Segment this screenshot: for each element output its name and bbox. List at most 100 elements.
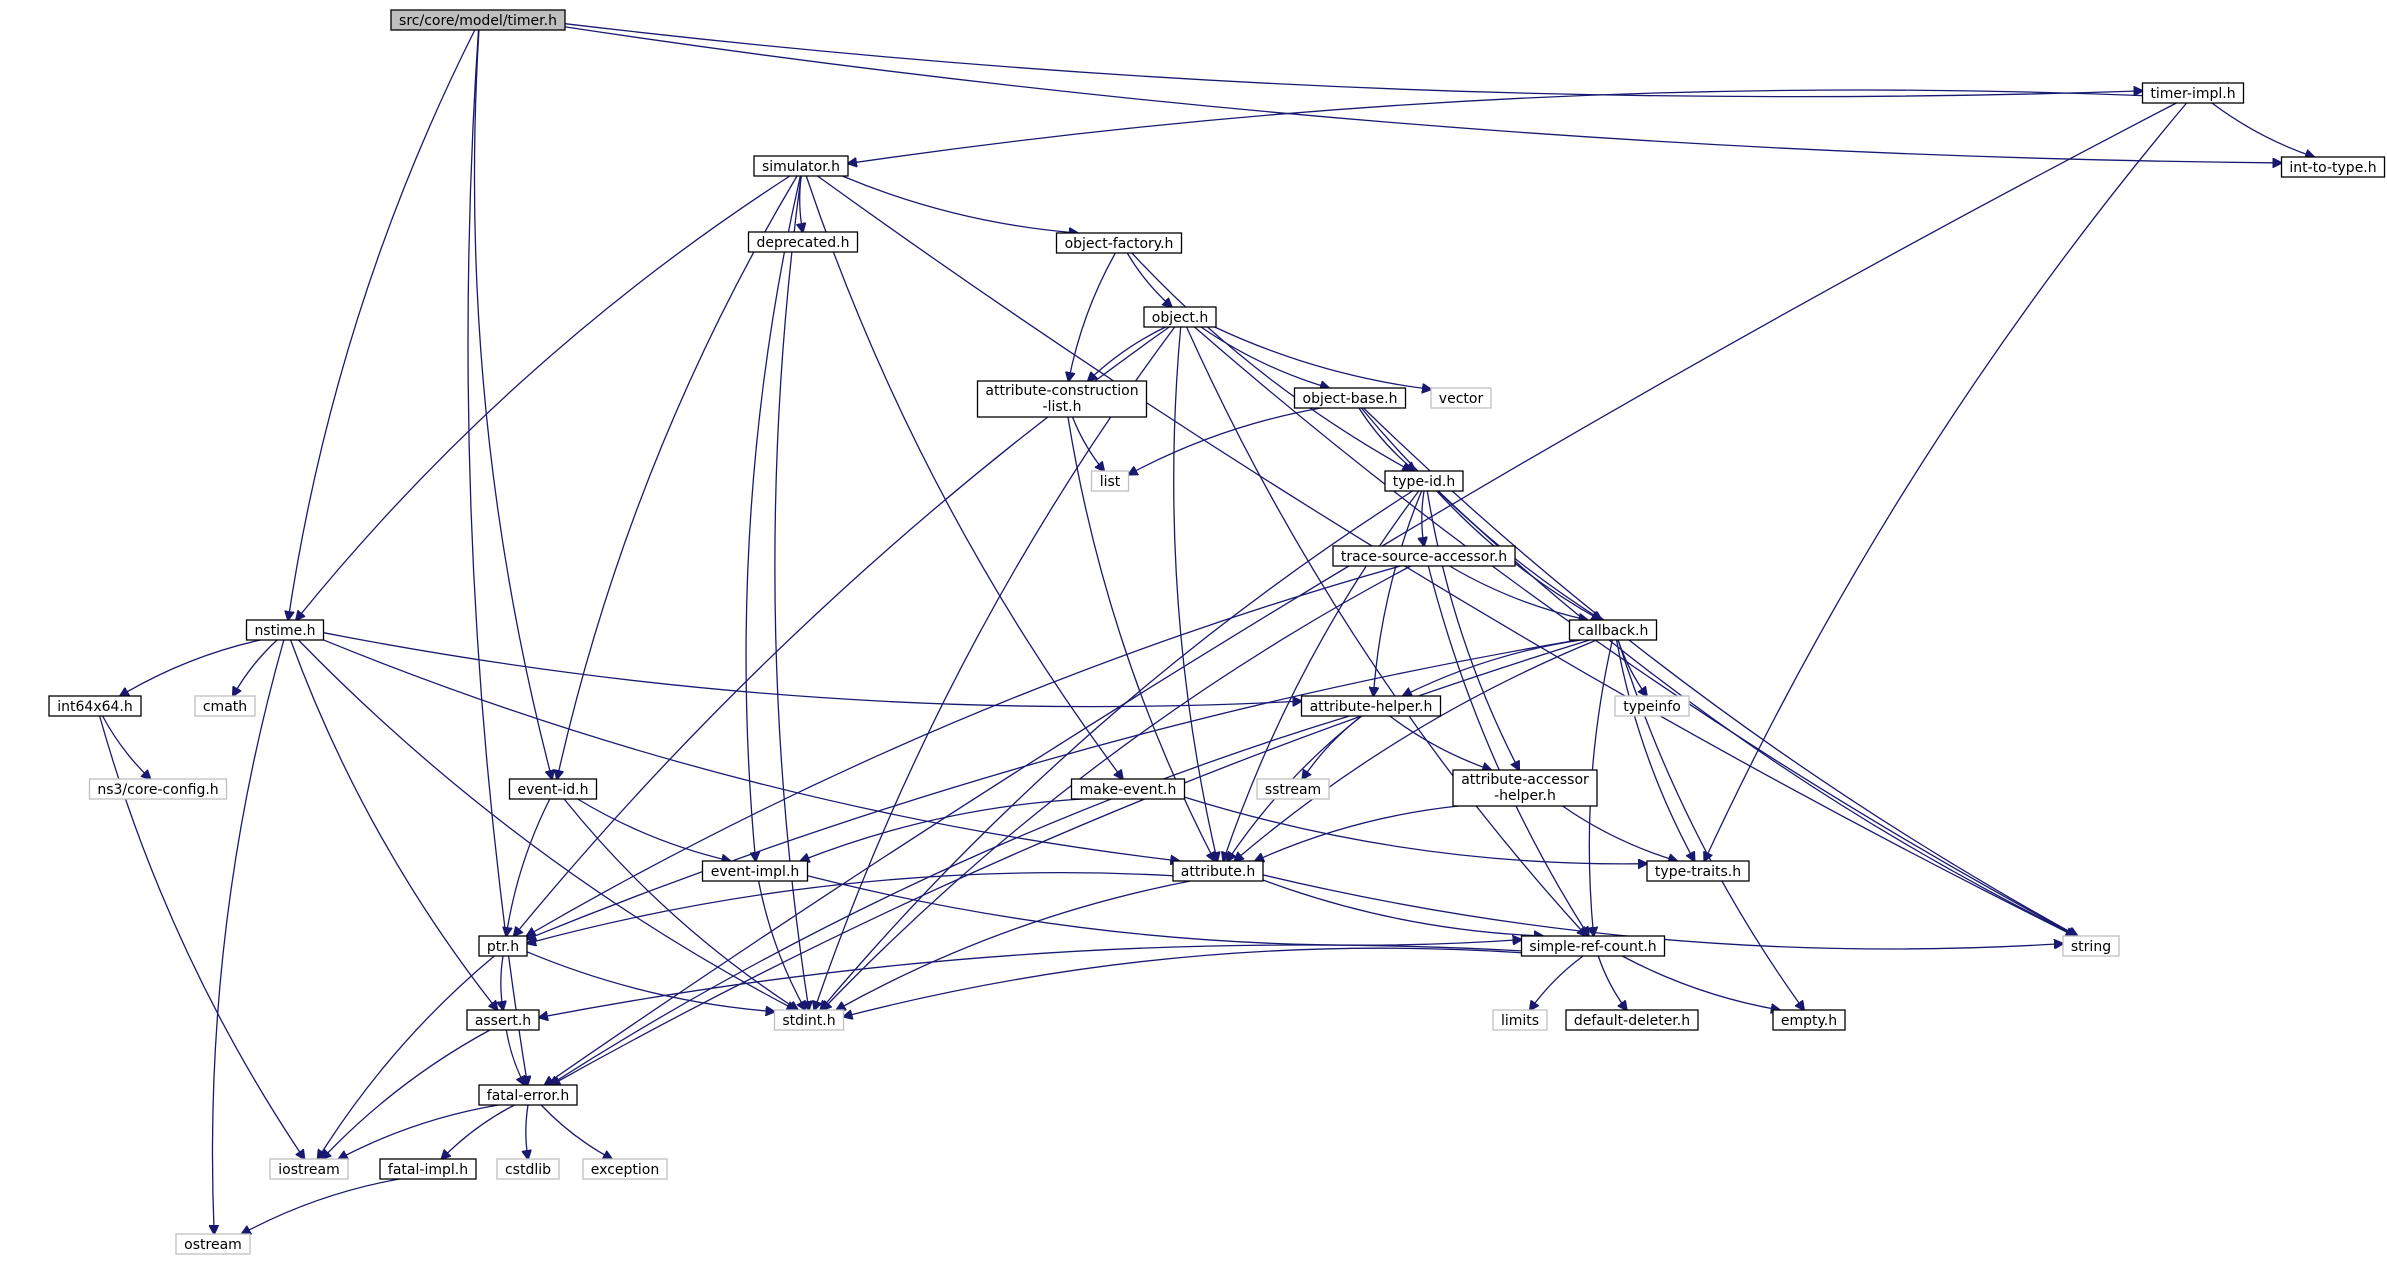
node-timer-h[interactable]: src/core/model/timer.h: [390, 9, 566, 31]
node-callback[interactable]: callback.h: [1568, 619, 1658, 641]
node-box: [1646, 860, 1750, 882]
node-deprecated[interactable]: deprecated.h: [747, 231, 859, 253]
edge-make-event-to-type-traits: [1184, 796, 1648, 864]
edge-simulator-to-make-event: [805, 175, 1123, 779]
node-label: type-traits.h: [1655, 864, 1741, 880]
edge-attribute-helper-to-sstream: [1302, 715, 1362, 779]
node-label: make-event.h: [1080, 782, 1177, 798]
node-ns3-core-config: ns3/core-config.h: [88, 778, 228, 800]
edge-ptr-to-stdint: [526, 951, 775, 1012]
edge-type-id-to-attr-accessor: [1426, 490, 1519, 770]
node-box: [1055, 232, 1183, 254]
node-box: [2062, 935, 2120, 957]
edge-event-impl-to-stdint: [757, 880, 806, 1010]
node-empty[interactable]: empty.h: [1772, 1009, 1846, 1031]
node-typeinfo: typeinfo: [1614, 695, 1690, 717]
edge-object-to-attr-construction: [1088, 326, 1166, 381]
node-box: [1090, 470, 1130, 492]
node-object-factory[interactable]: object-factory.h: [1055, 232, 1183, 254]
node-type-traits[interactable]: type-traits.h: [1646, 860, 1750, 882]
node-label: assert.h: [475, 1013, 531, 1029]
node-box: [466, 1009, 540, 1031]
node-attribute-helper[interactable]: attribute-helper.h: [1300, 695, 1442, 717]
edge-object-factory-to-type-id: [1131, 252, 1411, 471]
node-label: type-id.h: [1393, 474, 1455, 490]
edge-simple-ref-count-to-assert: [539, 944, 1522, 1018]
node-attr-construction[interactable]: attribute-construction-list.h: [976, 380, 1148, 418]
edge-nstime-to-attribute-helper: [323, 632, 1302, 708]
node-fatal-error[interactable]: fatal-error.h: [478, 1084, 578, 1106]
node-attr-accessor[interactable]: attribute-accessor-helper.h: [1452, 769, 1598, 807]
edge-attr-construction-to-list: [1071, 416, 1105, 471]
node-vector: vector: [1430, 387, 1492, 409]
edge-attribute-helper-to-fatal-error: [550, 715, 1350, 1085]
node-box: [1384, 470, 1464, 492]
node-box: [379, 1158, 477, 1180]
node-label: stdint.h: [782, 1013, 835, 1029]
node-label: callback.h: [1578, 623, 1649, 639]
node-box: [1614, 695, 1690, 717]
node-box: [175, 1233, 251, 1255]
node-box: [1492, 1009, 1548, 1031]
edge-timer-h-to-timer-impl: [564, 23, 2143, 98]
node-label: event-id.h: [517, 782, 588, 798]
edge-nstime-to-assert: [289, 639, 498, 1010]
node-box: [976, 380, 1148, 418]
node-simple-ref-count[interactable]: simple-ref-count.h: [1520, 935, 1666, 957]
node-box: [194, 695, 256, 717]
edge-simple-ref-count-to-default-deleter: [1597, 955, 1626, 1010]
edge-simulator-to-event-id: [557, 175, 798, 779]
node-event-impl[interactable]: event-impl.h: [701, 860, 809, 882]
node-box: [2141, 82, 2245, 104]
edge-fatal-error-to-fatal-impl: [442, 1104, 515, 1159]
node-int-to-type[interactable]: int-to-type.h: [2280, 156, 2386, 178]
node-object-base[interactable]: object-base.h: [1293, 387, 1407, 409]
node-ptr[interactable]: ptr.h: [478, 935, 528, 957]
edge-simple-ref-count-to-empty: [1621, 955, 1780, 1010]
node-label: ptr.h: [487, 939, 519, 955]
edge-assert-to-iostream: [322, 1029, 491, 1159]
edge-trace-source-to-simple-ref-count: [1427, 565, 1588, 936]
node-box: [1070, 778, 1186, 800]
node-label: event-impl.h: [711, 864, 800, 880]
edge-type-id-to-string: [1437, 490, 2076, 936]
edge-simulator-to-string: [817, 175, 2075, 936]
node-timer-impl[interactable]: timer-impl.h: [2141, 82, 2245, 104]
edge-type-id-to-stdint: [820, 490, 1413, 1010]
node-box: [1293, 387, 1407, 409]
node-simulator[interactable]: simulator.h: [753, 155, 849, 177]
edge-simulator-to-nstime: [296, 175, 791, 620]
node-box: [1300, 695, 1442, 717]
node-fatal-impl[interactable]: fatal-impl.h: [379, 1158, 477, 1180]
edge-timer-impl-to-int-to-type: [2211, 102, 2314, 157]
node-default-deleter[interactable]: default-deleter.h: [1565, 1009, 1699, 1031]
node-make-event[interactable]: make-event.h: [1070, 778, 1186, 800]
node-box: [478, 1084, 578, 1106]
node-label: nstime.h: [254, 623, 315, 639]
node-label: ns3/core-config.h: [97, 782, 218, 798]
node-trace-source[interactable]: trace-source-accessor.h: [1332, 545, 1516, 567]
node-nstime[interactable]: nstime.h: [245, 619, 325, 641]
node-attribute[interactable]: attribute.h: [1172, 860, 1264, 882]
node-event-id[interactable]: event-id.h: [508, 778, 598, 800]
node-box: [773, 1009, 845, 1031]
edge-make-event-to-event-impl: [800, 798, 1083, 861]
edge-simulator-to-event-impl: [745, 175, 801, 861]
node-assert[interactable]: assert.h: [466, 1009, 540, 1031]
node-box: [753, 155, 849, 177]
node-box: [1565, 1009, 1699, 1031]
edge-object-to-object-base: [1200, 326, 1329, 388]
node-type-id[interactable]: type-id.h: [1384, 470, 1464, 492]
edge-event-id-to-ptr: [506, 798, 551, 936]
node-int64x64[interactable]: int64x64.h: [48, 695, 142, 717]
node-box: [1520, 935, 1666, 957]
node-box: [1143, 306, 1217, 328]
node-box: [496, 1158, 560, 1180]
node-box: [1172, 860, 1264, 882]
edge-nstime-to-stdint: [297, 639, 795, 1010]
edge-object-to-vector: [1214, 326, 1431, 389]
edge-fatal-error-to-iostream: [339, 1104, 499, 1159]
edge-callback-to-type-traits: [1615, 639, 1695, 861]
node-object[interactable]: object.h: [1143, 306, 1217, 328]
